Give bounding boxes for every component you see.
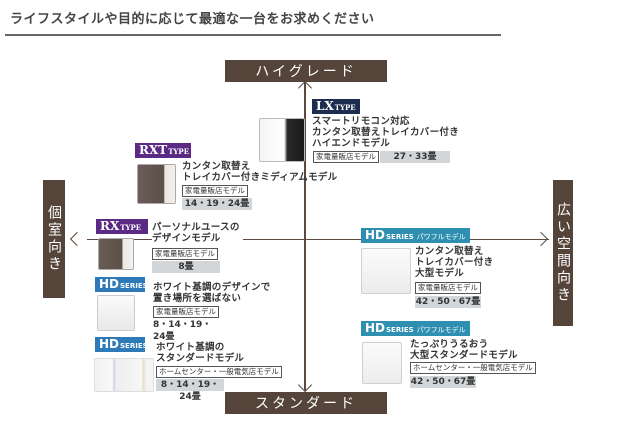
rx-humidifier-image: [98, 238, 134, 270]
desc-line: トレイカバー付きミディアムモデル: [182, 172, 338, 183]
badge-sub: SERIES: [386, 233, 414, 241]
badge-main: HD: [365, 321, 386, 335]
hd-channel-label: 家電量販店モデル: [153, 306, 219, 318]
hd-powerful-standard-channel-label: ホームセンター・一般電気店モデル: [410, 362, 536, 374]
hd-powerful-standard-description: たっぷりうるおう 大型スタンダードモデル: [410, 339, 518, 361]
badge-sub: SERIES: [386, 326, 414, 334]
hd-description: ホワイト基調のデザインで 置き場所を選ばない: [153, 282, 271, 304]
rxt-description: カンタン取替え トレイカバー付きミディアムモデル: [182, 161, 337, 183]
badge-sub: TYPE: [334, 103, 356, 112]
arrow-right-icon: [533, 231, 549, 247]
desc-line: 置き場所を選ばない: [153, 293, 242, 304]
title-divider: [5, 34, 501, 36]
desc-line: カンタン取替え: [415, 246, 484, 257]
desc-line: パーソナルユースの: [152, 222, 240, 233]
desc-line: たっぷりうるおう: [410, 339, 489, 350]
desc-line: 大型スタンダードモデル: [410, 350, 518, 361]
arrow-left-icon: [69, 231, 85, 247]
badge-extra: パワフルモデル: [416, 326, 466, 334]
page-title: ライフスタイルや目的に応じて最適な一台をお求めください: [10, 12, 375, 27]
badge-sub: TYPE: [168, 147, 190, 156]
lx-channel-label: 家電量販店モデル: [313, 151, 379, 163]
desc-line: トレイカバー付き: [415, 257, 494, 268]
hd-standard-description: ホワイト基調の スタンダードモデル: [156, 342, 244, 364]
rxt-channel-label: 家電量販店モデル: [182, 185, 248, 197]
desc-line: ホワイト基調の: [156, 342, 225, 353]
badge-main: RXT: [139, 143, 168, 157]
horizontal-axis: [87, 239, 549, 240]
desc-line: カンタン取替え: [182, 161, 251, 172]
axis-label-large-space: 広い空間向き: [553, 180, 573, 326]
rxt-humidifier-image: [137, 164, 176, 204]
hd-powerful-size-label: 42・50・67畳: [415, 296, 481, 308]
hd-powerful-standard-humidifier-image: [362, 342, 402, 384]
badge-sub: SERIES: [120, 282, 148, 290]
rx-channel-label: 家電量販店モデル: [152, 248, 218, 260]
axis-label-standard: スタンダード: [225, 392, 387, 414]
hd-powerful-channel-label: 家電量販店モデル: [415, 282, 481, 294]
axis-label-high-grade: ハイグレード: [225, 60, 387, 82]
desc-line: スタンダードモデル: [156, 353, 245, 364]
badge-main: HD: [365, 228, 386, 242]
hd-powerful-humidifier-image: [361, 248, 411, 294]
desc-line: ハイエンドモデル: [312, 138, 391, 149]
badge-main: HD: [99, 277, 120, 291]
arrow-down-icon: [297, 377, 313, 393]
hd-powerful-standard-size-label: 42・50・67畳: [410, 376, 476, 388]
hd-standard-humidifier-image: [94, 358, 154, 392]
hd-humidifier-image: [97, 295, 135, 331]
badge-extra: パワフルモデル: [416, 233, 466, 241]
badge-sub: SERIES: [120, 342, 148, 350]
lx-size-label: 27・33畳: [380, 151, 450, 163]
badge-main: HD: [99, 337, 120, 351]
desc-line: デザインモデル: [152, 233, 221, 244]
hd-standard-channel-label: ホームセンター・一般電気店モデル: [156, 366, 282, 378]
badge-main: RX: [100, 219, 120, 233]
desc-line: スマートリモコン対応: [312, 116, 410, 127]
rx-description: パーソナルユースの デザインモデル: [152, 222, 243, 244]
desc-line: 大型モデル: [415, 268, 465, 279]
hd-standard-size-label: 8・14・19・24畳: [156, 379, 224, 402]
desc-line: カンタン取替えトレイカバー付き: [312, 127, 460, 138]
hd-powerful-description: カンタン取替え トレイカバー付き 大型モデル: [415, 246, 493, 279]
vertical-axis: [304, 82, 306, 391]
desc-line: ホワイト基調のデザインで: [153, 282, 271, 293]
hd-size-label: 8・14・19・24畳: [153, 320, 212, 342]
axis-label-private-room: 個室向き: [43, 180, 65, 298]
badge-sub: TYPE: [120, 223, 142, 232]
lx-humidifier-image: [259, 118, 305, 162]
rx-size-label: 8畳: [152, 261, 220, 273]
lx-description: スマートリモコン対応 カンタン取替えトレイカバー付き ハイエンドモデル: [312, 116, 459, 149]
arrow-up-icon: [297, 80, 313, 96]
rxt-size-label: 14・19・24畳: [182, 198, 252, 210]
badge-main: LX: [316, 99, 334, 113]
